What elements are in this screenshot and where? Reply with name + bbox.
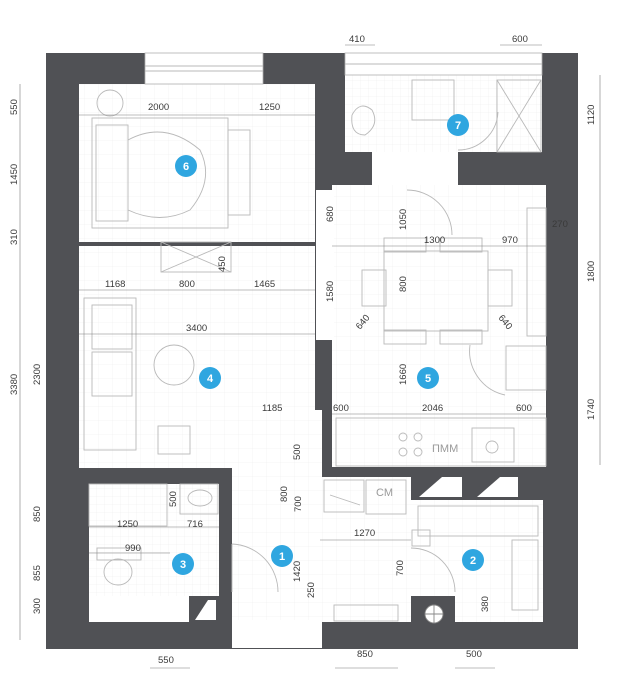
dim-left-310: 310 (9, 229, 20, 245)
dim-1300: 1300 (424, 235, 445, 246)
svg-text:1: 1 (279, 551, 285, 563)
dim-800-table: 800 (398, 276, 409, 292)
furniture (83, 79, 547, 622)
dim-right-1740: 1740 (586, 399, 597, 420)
svg-text:3: 3 (180, 559, 186, 571)
dim-700-hall: 700 (293, 496, 304, 512)
dim-left-855: 855 (32, 565, 43, 581)
room-badges: 1 2 3 4 5 6 7 (172, 114, 484, 575)
dim-380: 380 (480, 596, 491, 612)
room-badge-6: 6 (175, 155, 197, 177)
floor-areas (79, 75, 546, 648)
svg-text:6: 6 (183, 161, 189, 173)
room-badge-4: 4 (199, 367, 221, 389)
dim-left-300: 300 (32, 598, 43, 614)
dim-1050: 1050 (398, 209, 409, 230)
dim-1420: 1420 (292, 561, 303, 582)
dim-2046: 2046 (422, 403, 443, 414)
svg-text:4: 4 (207, 373, 214, 385)
dim-1270: 1270 (354, 528, 375, 539)
dim-800-living: 800 (179, 279, 195, 290)
dim-bottom-500: 500 (466, 649, 482, 660)
room-badge-3: 3 (172, 553, 194, 575)
dim-right-1120: 1120 (586, 105, 597, 125)
dim-1580: 1580 (325, 281, 336, 302)
dim-970: 970 (502, 235, 518, 246)
svg-text:7: 7 (455, 120, 461, 132)
dim-left-850: 850 (32, 506, 43, 522)
dark-cabinets (189, 477, 521, 624)
dim-800-hall: 800 (279, 486, 290, 502)
dim-716: 716 (187, 519, 203, 530)
dim-top-600: 600 (512, 34, 528, 45)
dim-1185: 1185 (262, 403, 282, 414)
room-badge-1: 1 (271, 545, 293, 567)
room-badge-5: 5 (417, 367, 439, 389)
dim-1250-bath: 1250 (117, 519, 138, 530)
dim-600-left: 600 (333, 403, 349, 414)
svg-text:2: 2 (470, 555, 476, 567)
dim-270: 270 (552, 219, 568, 230)
dim-left-550: 550 (9, 99, 20, 115)
dimension-labels: 410 600 550 1450 310 3380 2300 850 855 3… (9, 34, 597, 666)
dim-1660: 1660 (398, 364, 409, 385)
dim-680: 680 (325, 206, 336, 222)
dim-990: 990 (125, 543, 141, 554)
dim-right-1800: 1800 (586, 261, 597, 282)
dim-600-right: 600 (516, 403, 532, 414)
appliance-dishwasher-label: ПММ (432, 443, 458, 455)
dim-left-1450: 1450 (9, 164, 20, 185)
dim-left-2300: 2300 (32, 364, 43, 385)
windows (144, 52, 543, 85)
dim-500-bath: 500 (168, 491, 179, 507)
dim-3400: 3400 (186, 323, 207, 334)
dim-250: 250 (306, 582, 317, 598)
dim-bottom-550: 550 (158, 655, 174, 666)
dim-left-3380: 3380 (9, 374, 20, 395)
dim-700-corridor: 700 (395, 560, 406, 576)
dim-1168: 1168 (105, 279, 125, 290)
dim-bottom-850: 850 (357, 649, 373, 660)
dim-500-hall: 500 (292, 444, 303, 460)
room-badge-2: 2 (462, 549, 484, 571)
dim-top-410: 410 (349, 34, 365, 45)
dim-1465: 1465 (254, 279, 275, 290)
dim-2000: 2000 (148, 102, 169, 113)
svg-text:5: 5 (425, 373, 431, 385)
dim-1250-bed: 1250 (259, 102, 280, 113)
dim-450: 450 (217, 256, 228, 272)
appliance-washer-label: СМ (376, 487, 393, 499)
dimension-lines (19, 44, 601, 669)
room-badge-7: 7 (447, 114, 469, 136)
